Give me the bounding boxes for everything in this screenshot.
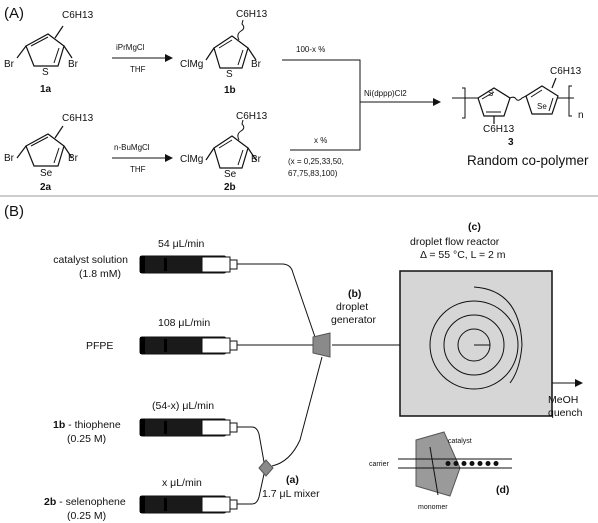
fraction-bottom: x % [314,136,327,145]
syringe-selenophene-name: 2b - selenophene [44,496,126,508]
outlet-line1: MeOH [548,394,578,406]
outlet-line2: quench [548,407,583,419]
compound-1a-substituent: C6H13 [62,10,94,21]
compound-3-repeat-index: n [578,110,584,121]
droplet-generator [312,332,331,358]
mixer [258,459,274,477]
syringe-thiophene-name: 1b - thiophene [53,419,121,431]
compound-1b-id: 1b [224,85,236,96]
compound-2b-right-group: Br [251,154,262,165]
reactor-line1: droplet flow reactor [410,236,500,248]
syringe-thiophene [139,418,246,437]
compound-3-id: 3 [508,137,514,148]
panel-a-label: (A) [4,5,24,22]
solvent-bottom: THF [130,165,146,174]
compound-3-heteroatom-1: S [488,89,493,98]
syringe-pfpe-name: PFPE [86,340,113,352]
compound-1a-heteroatom: S [42,67,49,78]
droplet-generator-line1: droplet [336,301,368,313]
compound-2a-right-group: Br [68,153,79,164]
syringe-selenophene-label: - selenophene [56,496,126,508]
compound-2a-id: 2a [40,182,52,193]
compound-1a-id: 1a [40,84,52,95]
compound-3: S C6H13 Se C6H13 n 3 [452,66,584,148]
syringe-catalyst [139,255,246,274]
flow-reactor [399,270,553,417]
syringe-thiophene-id: 1b [53,419,65,431]
solvent-top: THF [130,65,146,74]
syringe-pfpe [139,336,246,355]
compound-2b-left-group: ClMg [180,154,203,165]
compound-1a: C6H13 Br S Br 1a [4,10,94,95]
compound-1b-substituent: C6H13 [236,9,268,20]
compound-2a-substituent: C6H13 [62,113,94,124]
x-values-line1: (x = 0,25,33,50, [288,157,344,166]
compound-2b-heteroatom: Se [224,169,237,180]
inset-droplet-diagram [398,431,512,497]
inset-catalyst-label: catalyst [448,438,472,445]
droplet-generator-line2: generator [331,314,376,326]
compound-2b-substituent: C6H13 [236,111,268,122]
inset-carrier-label: carrier [369,461,390,468]
reagent-top: iPrMgCl [116,43,145,52]
syringe-thiophene-label: - thiophene [65,419,121,431]
x-values-line2: 67,75,83,100) [288,169,338,178]
product-caption: Random co-polymer [467,153,589,168]
compound-1b-left-group: ClMg [180,59,203,70]
compound-2b: C6H13 ClMg Se Br 2b [180,111,268,193]
syringe-thiophene-sub: (0.25 M) [67,433,106,445]
compound-3-heteroatom-2: Se [537,102,547,111]
syringe-catalyst-name: catalyst solution [53,254,128,266]
reagent-bottom: n-BuMgCl [114,143,150,152]
compound-1b: C6H13 ClMg S Br 1b [180,9,268,96]
syringe-selenophene-id: 2b [44,496,56,508]
compound-1b-right-group: Br [251,59,262,70]
compound-3-substituent-2: C6H13 [550,66,582,77]
syringe-catalyst-rate: 54 μL/min [158,238,204,250]
reactor-line2: Δ = 55 °C, L = 2 m [420,249,506,261]
syringe-catalyst-sub: (1.8 mM) [79,268,121,280]
compound-2a-heteroatom: Se [40,168,53,179]
catalyst-label: Ni(dppp)Cl2 [364,89,407,98]
syringe-selenophene-rate: x μL/min [162,477,202,489]
panel-b-label: (B) [4,203,24,220]
droplet-generator-tag: (b) [348,288,361,300]
fraction-top: 100-x % [296,45,325,54]
compound-1a-right-group: Br [68,59,79,70]
compound-3-substituent-1: C6H13 [483,124,515,135]
compound-2a-left-group: Br [4,153,15,164]
syringe-thiophene-rate: (54-x) μL/min [152,400,214,412]
mixer-label: 1.7 μL mixer [262,488,320,500]
compound-2b-id: 2b [224,182,236,193]
mixer-tag: (a) [286,474,299,486]
syringe-selenophene-sub: (0.25 M) [67,510,106,522]
compound-1b-heteroatom: S [226,69,233,80]
compound-2a: C6H13 Br Se Br 2a [4,113,94,193]
inset-tag: (d) [496,484,509,496]
syringe-pfpe-rate: 108 μL/min [158,317,210,329]
reactor-coil [429,286,523,390]
reactor-tag: (c) [468,221,481,233]
syringe-selenophene [139,495,246,514]
merge-bracket [282,59,361,151]
compound-1a-left-group: Br [4,59,15,70]
inset-monomer-label: monomer [418,504,448,511]
